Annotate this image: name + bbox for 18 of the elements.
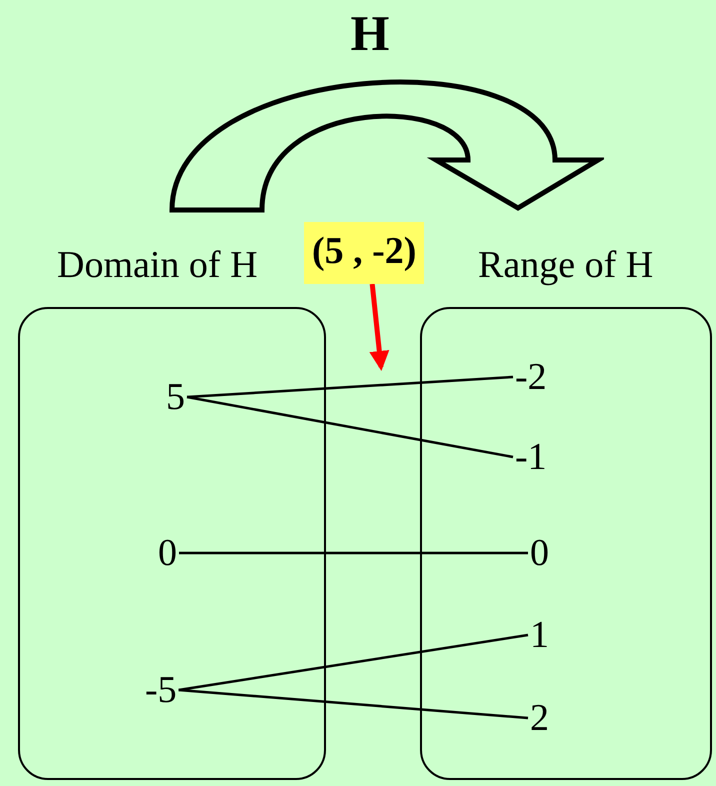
set-heading: Range of H — [478, 245, 654, 287]
set-element: 1 — [530, 616, 549, 654]
mapping-line — [179, 552, 528, 554]
set-element: 0 — [158, 534, 177, 572]
mapping-line — [178, 634, 528, 692]
set-element: 0 — [530, 534, 549, 572]
set-element: -5 — [145, 671, 177, 709]
set-element: -1 — [515, 438, 547, 476]
mapping-line — [186, 396, 514, 458]
mapping-line — [178, 688, 528, 720]
set-element: 2 — [530, 699, 549, 737]
diagram-title: H — [350, 8, 390, 58]
set-element: 5 — [166, 378, 185, 416]
set-heading: Domain of H — [57, 245, 258, 287]
set-element: -2 — [515, 358, 547, 396]
mapping-line — [186, 376, 514, 398]
leader-arrow — [369, 284, 390, 371]
ordered-pair-label: (5 , -2) — [304, 222, 424, 284]
